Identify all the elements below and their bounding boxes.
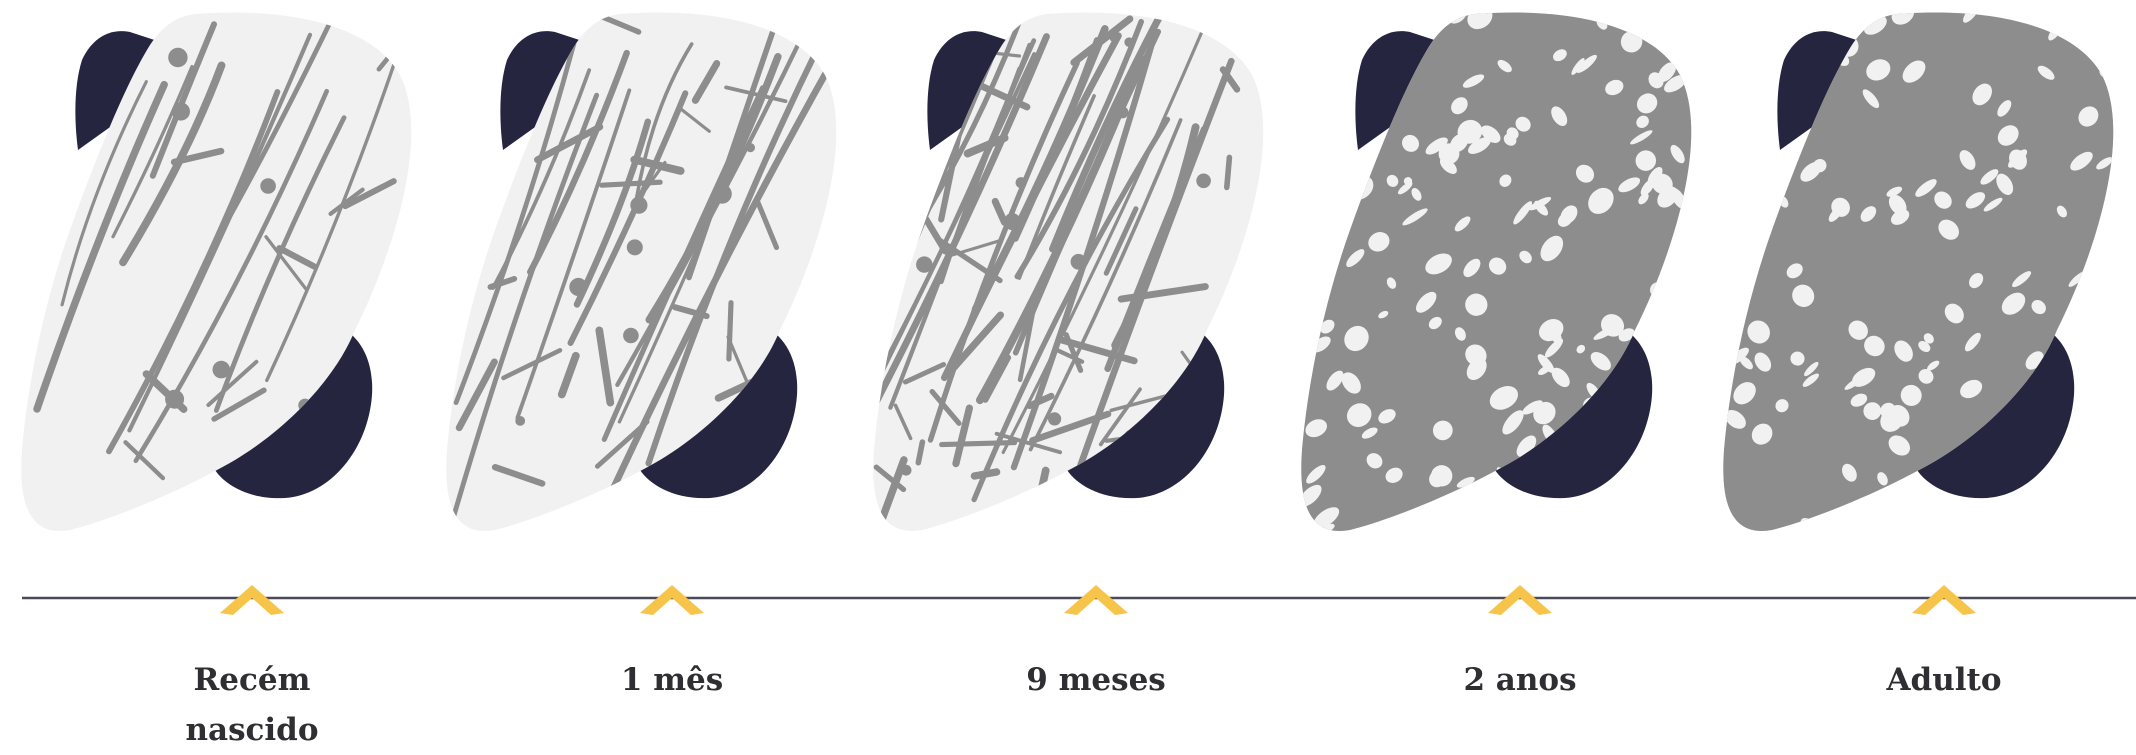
stage-label-adult: Adulto [1794,655,2094,705]
chevron-up-icon [1912,585,1976,615]
stage-label-two-years: 2 anos [1370,655,1670,705]
bone-panel-adult [1702,0,2132,560]
bone-panel-one-month [354,10,873,558]
bone-panel-nine-months [817,5,1296,560]
bone-panel-newborn [0,12,411,530]
stage-label-nine-months: 9 meses [946,655,1246,705]
chevron-up-icon [1064,585,1128,615]
chevron-up-icon [1488,585,1552,615]
stage-label-one-month: 1 mês [522,655,822,705]
chevron-up-icon [220,585,284,615]
trabecular-pattern [1702,0,2132,560]
bone-panel-two-years [1280,0,1710,560]
stage-label-newborn: Recém nascido [102,655,402,755]
chevron-up-icon [640,585,704,615]
trabecular-pattern [1280,0,1710,560]
